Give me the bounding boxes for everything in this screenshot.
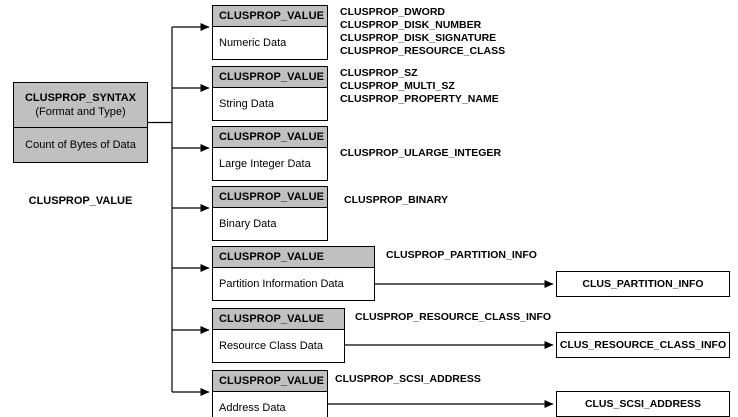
node-large-integer-data-header: CLUSPROP_VALUE — [213, 127, 327, 148]
node-binary-data-header: CLUSPROP_VALUE — [213, 187, 327, 208]
node-large-integer-data: CLUSPROP_VALUE Large Integer Data — [212, 126, 328, 181]
constant-label: CLUSPROP_BINARY — [344, 194, 449, 206]
cluspropsyntax-subtitle: (Format and Type) — [35, 106, 126, 118]
node-string-data-header: CLUSPROP_VALUE — [213, 67, 327, 88]
terminal-clus-scsi-address: CLUS_SCSI_ADDRESS — [556, 391, 730, 417]
node-binary-data: CLUSPROP_VALUE Binary Data — [212, 186, 328, 241]
cluspropsyntax-body: Count of Bytes of Data — [25, 139, 136, 151]
node-large-integer-data-body: Large Integer Data — [219, 158, 311, 170]
node-numeric-data-body: Numeric Data — [219, 37, 287, 49]
constants-resource-class-data: CLUSPROP_RESOURCE_CLASS_INFO — [355, 311, 551, 324]
constant-label: CLUSPROP_RESOURCE_CLASS — [340, 45, 506, 57]
cluspropsyntax-node: CLUSPROP_SYNTAX (Format and Type) Count … — [13, 82, 148, 163]
node-numeric-data: CLUSPROP_VALUE Numeric Data — [212, 5, 328, 60]
constant-label: CLUSPROP_DWORD — [340, 6, 446, 18]
cluspropsyntax-header: CLUSPROP_SYNTAX (Format and Type) — [14, 83, 147, 128]
constant-label: CLUSPROP_MULTI_SZ — [340, 80, 455, 92]
constant-label: CLUSPROP_PROPERTY_NAME — [340, 93, 499, 105]
cluspropsyntax-title: CLUSPROP_SYNTAX — [24, 92, 137, 104]
terminal-clus-partition-info: CLUS_PARTITION_INFO — [556, 271, 730, 297]
node-partition-info-data-body: Partition Information Data — [219, 278, 344, 290]
node-partition-info-data: CLUSPROP_VALUE Partition Information Dat… — [212, 246, 375, 301]
node-partition-info-data-header: CLUSPROP_VALUE — [213, 247, 374, 268]
node-resource-class-data-body: Resource Class Data — [219, 340, 323, 352]
constant-label: CLUSPROP_RESOURCE_CLASS_INFO — [355, 311, 552, 323]
terminal-clus-resource-class-info: CLUS_RESOURCE_CLASS_INFO — [556, 332, 730, 358]
node-numeric-data-header: CLUSPROP_VALUE — [213, 6, 327, 27]
node-resource-class-data: CLUSPROP_VALUE Resource Class Data — [212, 308, 345, 363]
constant-label: CLUSPROP_SZ — [340, 67, 418, 79]
node-string-data-body: String Data — [219, 98, 275, 110]
constant-label: CLUSPROP_PARTITION_INFO — [386, 249, 537, 261]
constants-string-data: CLUSPROP_SZ CLUSPROP_MULTI_SZ CLUSPROP_P… — [340, 67, 499, 106]
constants-address-data: CLUSPROP_SCSI_ADDRESS — [335, 373, 481, 386]
node-address-data: CLUSPROP_VALUE Address Data — [212, 370, 328, 417]
constants-binary-data: CLUSPROP_BINARY — [344, 194, 448, 207]
constant-label: CLUSPROP_DISK_SIGNATURE — [340, 32, 497, 44]
node-resource-class-data-header: CLUSPROP_VALUE — [213, 309, 344, 330]
node-string-data: CLUSPROP_VALUE String Data — [212, 66, 328, 121]
constant-label: CLUSPROP_SCSI_ADDRESS — [335, 373, 481, 385]
root-caption: CLUSPROP_VALUE — [28, 195, 133, 207]
constant-label: CLUSPROP_DISK_NUMBER — [340, 19, 482, 31]
node-address-data-body: Address Data — [219, 402, 286, 414]
constant-label: CLUSPROP_ULARGE_INTEGER — [340, 147, 502, 159]
node-address-data-header: CLUSPROP_VALUE — [213, 371, 327, 392]
constants-large-integer-data: CLUSPROP_ULARGE_INTEGER — [340, 147, 501, 160]
constants-partition-info-data: CLUSPROP_PARTITION_INFO — [386, 249, 537, 262]
node-binary-data-body: Binary Data — [219, 218, 277, 230]
constants-numeric-data: CLUSPROP_DWORD CLUSPROP_DISK_NUMBER CLUS… — [340, 6, 505, 58]
